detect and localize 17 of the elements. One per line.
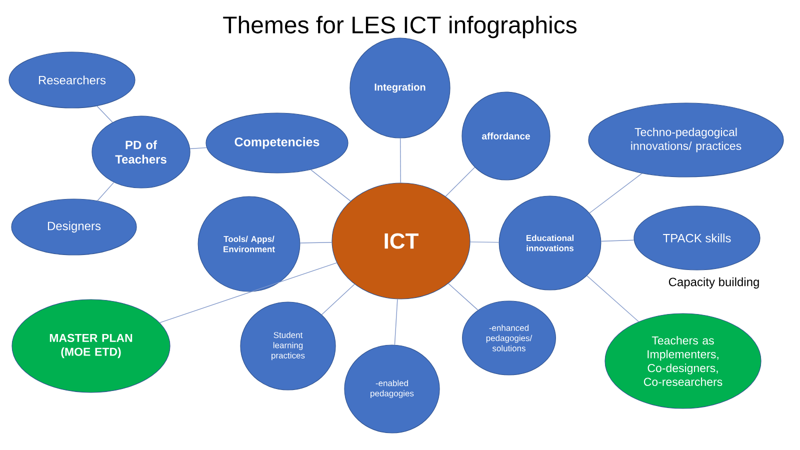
connector-line [600,240,634,242]
annotation-text: Capacity building [668,277,759,289]
connector-line [96,106,113,123]
connector-line [300,242,332,244]
connector-line [310,169,351,202]
connector-line [190,147,207,150]
connector-line [586,275,639,322]
connector-line [589,172,642,214]
connector-line [394,298,398,346]
connector-line [445,166,476,197]
connector-line [470,242,500,243]
connector-line [448,283,478,310]
title: Themes for LES ICT infographics [223,16,576,38]
connector-line [159,262,338,324]
connector-line [400,138,401,184]
connector-line [321,284,355,315]
connector-line [97,182,114,202]
